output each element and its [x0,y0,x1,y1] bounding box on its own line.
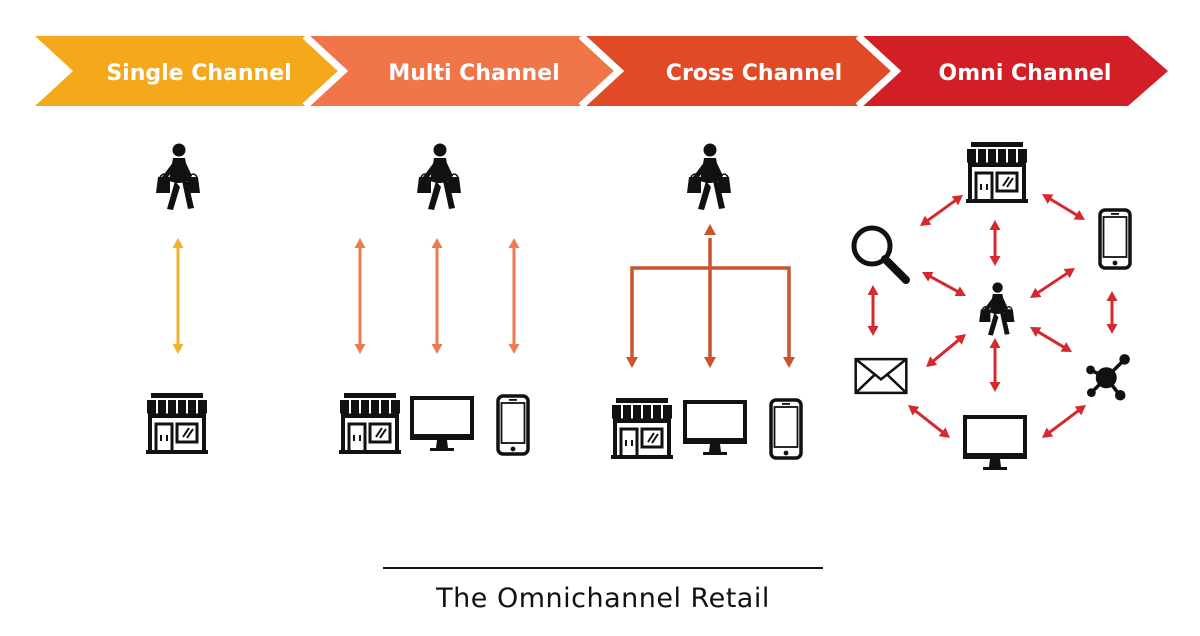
double-arrow [908,405,950,438]
store-icon [145,391,209,455]
phone-icon [769,398,803,460]
double-arrow [1030,268,1075,298]
social-network-icon [1084,352,1132,403]
stage-label-1: Single Channel [106,61,291,86]
stage-label-4: Omni Channel [939,61,1112,86]
double-arrow [1030,327,1072,352]
arrow-head [704,224,716,235]
double-arrow [926,334,966,367]
monitor-icon [410,396,474,453]
channel-banner: Single Channel Multi Channel Cross Channel… [35,33,1168,109]
double-arrow [431,238,443,354]
store-icon [965,140,1029,204]
banner-separator [855,33,902,109]
caption-rule [383,567,823,569]
banner-separator [302,33,349,109]
phone-icon [496,394,530,456]
arrow-head [626,357,638,368]
monitor-icon [683,400,747,457]
cross-channel-connector [626,224,795,368]
mail-icon [854,357,908,395]
double-arrow [354,238,366,354]
arrow-head [704,357,716,368]
double-arrow [1106,291,1118,334]
double-arrow [989,338,1001,392]
store-icon [610,396,674,460]
double-arrow [172,238,184,354]
shopper-icon [978,282,1016,337]
diagram-caption: The Omnichannel Retail [436,583,770,614]
shopper-icon [686,143,732,211]
channel-icons [145,140,1132,472]
shopper-icon [155,143,201,211]
store-icon [338,391,402,455]
stage-label-3: Cross Channel [666,61,842,86]
double-arrow [867,285,879,336]
banner-chevron-1 [35,36,345,106]
banner-separator [578,33,625,109]
double-arrow [989,220,1001,266]
monitor-icon [963,415,1027,472]
shopper-icon [416,143,462,211]
double-arrow [920,195,963,226]
phone-icon [1098,208,1132,270]
banner-chevron-2 [307,36,621,106]
stage-label-2: Multi Channel [388,61,559,86]
connection-arrows [172,194,1118,438]
banner-chevron-3 [583,36,898,106]
arrow-head [783,357,795,368]
double-arrow [508,238,520,354]
banner-chevron-4 [860,36,1168,106]
search-icon [854,228,906,280]
double-arrow [922,271,966,297]
double-arrow [1042,405,1086,438]
double-arrow [1042,194,1085,220]
